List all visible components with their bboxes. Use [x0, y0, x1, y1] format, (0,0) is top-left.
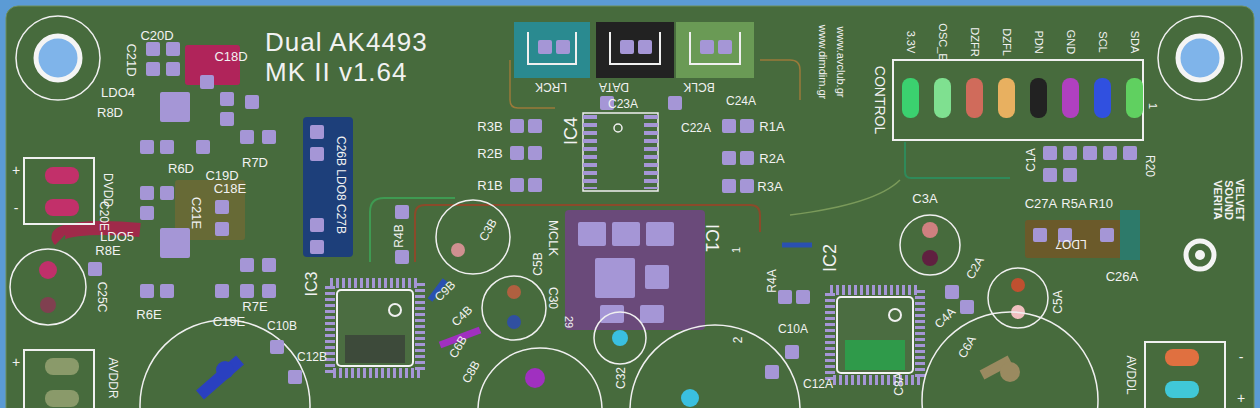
- silkscreen-label: R5A: [1061, 197, 1086, 210]
- silkscreen-label: 29: [563, 316, 574, 328]
- silkscreen-label: C26B LDO8 C27B: [335, 136, 347, 234]
- silkscreen-label: C12A: [803, 378, 833, 390]
- silkscreen-label: R1A: [759, 120, 784, 133]
- silkscreen-label: DATA: [599, 81, 629, 93]
- silkscreen-label: R6D: [168, 162, 194, 175]
- silkscreen-label: R7E: [242, 300, 267, 313]
- silkscreen-label: IC1: [703, 224, 721, 252]
- silkscreen-label: LDO7: [1055, 238, 1086, 250]
- silkscreen-label: R10: [1089, 197, 1113, 210]
- silkscreen-label: C21E: [190, 197, 203, 230]
- silkscreen-label: C20E: [98, 201, 110, 231]
- board-title: Dual AK4493 MK II v1.64: [265, 28, 450, 88]
- silkscreen-label: 1: [1147, 103, 1158, 109]
- silkscreen-label: C8A: [893, 372, 905, 395]
- silkscreen-label: C5B: [532, 252, 544, 275]
- silkscreen-label: R4A: [766, 269, 778, 292]
- silkscreen-label: C26A: [1106, 270, 1139, 283]
- silkscreen-label: C25C: [96, 282, 108, 313]
- silkscreen-label: C22A: [681, 122, 711, 134]
- silkscreen-label: R4B: [393, 224, 405, 247]
- silkscreen-label: BCLK: [683, 81, 714, 93]
- silkscreen-label: GND: [1065, 30, 1076, 54]
- silkscreen-label: -: [1239, 350, 1244, 364]
- silkscreen-label: -: [14, 201, 19, 215]
- silkscreen-label: R2A: [759, 152, 784, 165]
- silkscreen-label: C30: [547, 287, 559, 309]
- silkscreen-label: C1A: [1025, 148, 1037, 171]
- silkscreen-label: MCLK: [547, 220, 560, 256]
- silkscreen-label: LDO5: [100, 230, 134, 243]
- silkscreen-label: C18E: [214, 182, 247, 195]
- silkscreen-label: 3.3V: [905, 31, 916, 54]
- silkscreen-label: LRCK: [535, 81, 567, 93]
- silkscreen-label: C18D: [214, 50, 247, 63]
- silkscreen-label: VELVET SOUND VERITA: [1212, 170, 1245, 230]
- silkscreen-label: IC4: [562, 117, 580, 145]
- silkscreen-label: www.dimdim.gr: [817, 25, 828, 100]
- silkscreen-label: R8D: [97, 106, 123, 119]
- silkscreen-label: C23A: [608, 98, 638, 110]
- silkscreen-label: C19D: [205, 169, 238, 182]
- silkscreen-label: C3A: [912, 192, 937, 205]
- silkscreen-label: CONTROL: [873, 66, 887, 134]
- silkscreen-label: +: [12, 355, 20, 369]
- silkscreen-label: SCL: [1097, 31, 1108, 52]
- silkscreen-label: AVDDL: [1125, 355, 1137, 394]
- silkscreen-label: SDA: [1129, 31, 1140, 54]
- silkscreen-label: OSC_E: [937, 23, 948, 60]
- silkscreen-label: R3A: [757, 180, 782, 193]
- silkscreen-label: C32: [615, 367, 627, 389]
- silkscreen-label: IC2: [821, 244, 839, 272]
- silkscreen-label: www.avclub.gr: [835, 27, 846, 98]
- silkscreen-label: R7D: [242, 156, 268, 169]
- silkscreen-label: AVDDR: [107, 357, 119, 398]
- silkscreen-label: R8E: [95, 244, 120, 257]
- silkscreen-label: IC3: [304, 272, 320, 297]
- silkscreen-label: R1B: [477, 179, 502, 192]
- silkscreen-label: C20D: [140, 29, 173, 42]
- silkscreen-label: LDO4: [101, 86, 135, 99]
- silkscreen-label: R20: [1144, 155, 1156, 177]
- silkscreen-label: C12B: [297, 351, 327, 363]
- silkscreen-label: +: [1237, 391, 1245, 405]
- silkscreen-label: C5A: [1052, 290, 1064, 313]
- silkscreen-label: DZFL: [1001, 28, 1012, 56]
- silkscreen-label: C24A: [726, 95, 756, 107]
- silkscreen-label: +: [12, 163, 20, 177]
- silkscreen-label: R2B: [477, 147, 502, 160]
- silkscreen-label: C10A: [778, 323, 808, 335]
- silkscreen-label: 1: [731, 247, 742, 253]
- silkscreen-label: 2: [732, 337, 744, 344]
- silkscreen-label: DZFR: [969, 27, 980, 56]
- silkscreen-label: C10B: [267, 320, 297, 332]
- silkscreen-label: C19E: [213, 315, 246, 328]
- silkscreen-label: C27A: [1025, 197, 1058, 210]
- silkscreen-label: R6E: [136, 308, 161, 321]
- silkscreen-label: R3B: [477, 120, 502, 133]
- silkscreen-label: C21D: [125, 43, 138, 76]
- silkscreen-label: PDN: [1033, 30, 1044, 53]
